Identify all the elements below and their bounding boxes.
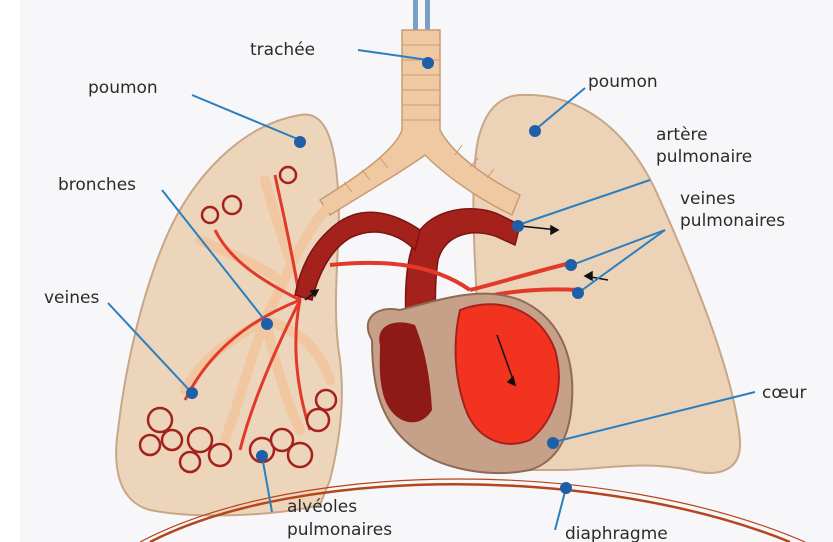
label-artere-line1: artère — [656, 125, 708, 145]
label-trachee: trachée — [250, 40, 315, 60]
label-veines-pulmonaires-line1: veines — [680, 189, 735, 209]
label-veines: veines — [44, 288, 99, 308]
label-poumon-right: poumon — [588, 72, 658, 92]
label-veines-pulmonaires-line2: pulmonaires — [680, 211, 785, 231]
label-artere-line2: pulmonaire — [656, 147, 752, 167]
label-coeur: cœur — [762, 383, 807, 403]
label-diaphragme: diaphragme — [565, 524, 668, 542]
label-alveoles-line1: alvéoles — [287, 497, 357, 517]
label-bronches: bronches — [58, 175, 136, 195]
label-alveoles-line2: pulmonaires — [287, 520, 392, 540]
label-poumon-left: poumon — [88, 78, 158, 98]
